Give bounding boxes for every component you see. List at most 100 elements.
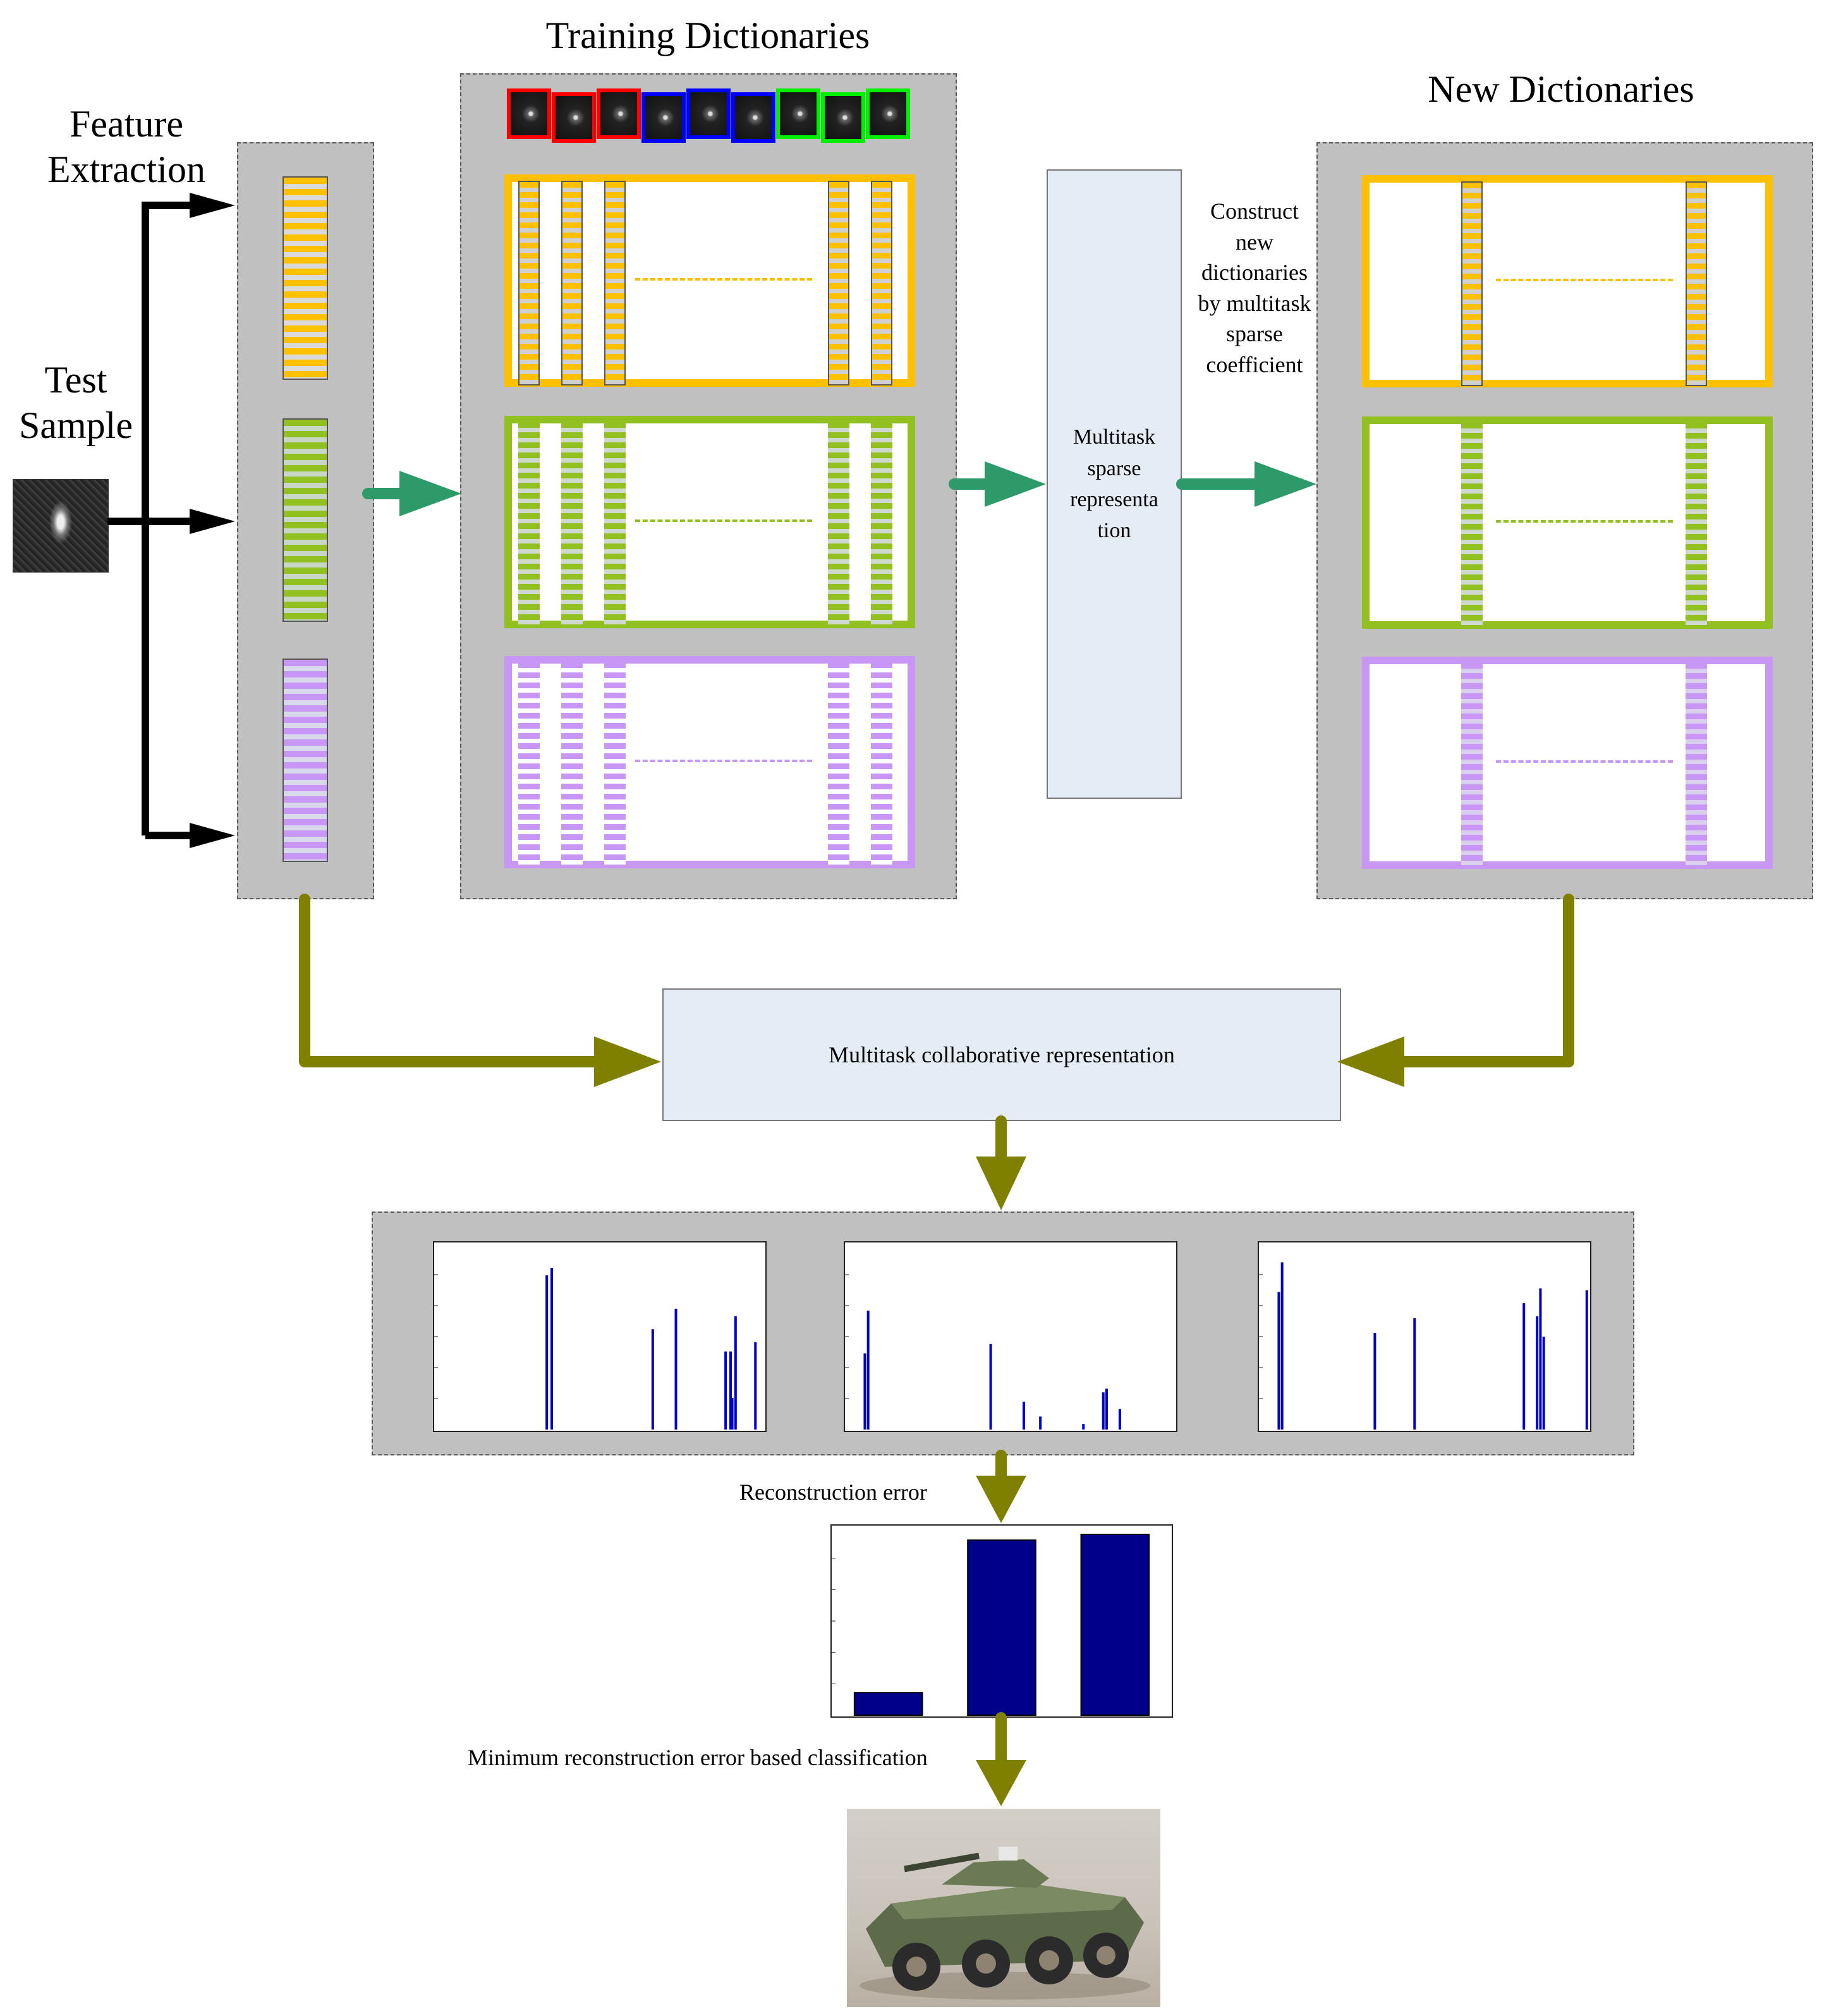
atom — [1686, 181, 1707, 386]
coefficient-charts-panel — [372, 1211, 1634, 1455]
multitask-sparse-representation-box: Multitask sparse representa tion — [1047, 169, 1182, 799]
training-dictionary-green — [504, 416, 915, 628]
atom — [1461, 423, 1483, 628]
training-sample-thumbnail — [866, 88, 910, 139]
training-sample-thumbnail — [597, 88, 641, 139]
atom — [871, 662, 892, 867]
construct-dictionaries-label: Construct new dictionaries by multitask … — [1198, 198, 1311, 377]
feature-extraction-arrows — [107, 202, 190, 839]
atom — [828, 662, 849, 867]
training-sample-thumbnail — [507, 88, 551, 139]
black-arrowheads — [190, 193, 235, 848]
coefficient-bar — [1118, 1409, 1121, 1430]
feature-extraction-label: Feature Extraction — [47, 103, 205, 190]
coefficient-bar — [1413, 1318, 1416, 1430]
coefficient-bar — [1105, 1388, 1108, 1430]
coefficient-bar — [1277, 1292, 1280, 1430]
atom — [604, 422, 626, 627]
error-bar — [967, 1539, 1036, 1716]
atom — [871, 181, 892, 386]
ellipsis-dashes — [635, 519, 812, 522]
coefficient-bar — [734, 1316, 737, 1430]
coefficient-bar — [724, 1351, 727, 1430]
coefficient-bar — [1082, 1424, 1085, 1430]
feature-vector-purple — [283, 659, 328, 862]
ellipsis-dashes — [635, 278, 812, 281]
new-dictionaries-panel — [1316, 142, 1813, 899]
feature-vector-yellow — [283, 176, 328, 380]
atom — [518, 181, 540, 386]
olive-arrows — [299, 894, 1574, 1769]
training-dictionaries-panel — [460, 73, 957, 899]
coefficient-bar — [1022, 1401, 1025, 1430]
coefficient-bar — [1102, 1392, 1105, 1430]
ellipsis-dashes — [635, 760, 812, 762]
coefficient-bar — [989, 1344, 992, 1430]
coefficient-bar — [550, 1268, 554, 1430]
training-dictionaries-title: Training Dictionaries — [545, 15, 870, 56]
chart-svg — [832, 1533, 1150, 1716]
training-sample-thumbnail — [821, 92, 865, 143]
coefficient-bar — [863, 1353, 866, 1430]
atom — [518, 662, 540, 867]
coefficient-bar — [1373, 1333, 1376, 1430]
coefficient-bar — [1280, 1262, 1284, 1430]
test-sample-label: Test Sample — [19, 359, 133, 446]
training-sample-thumbnail — [731, 92, 775, 143]
multitask-sparse-representation-label: Multitask sparse representa tion — [1070, 425, 1158, 543]
ellipsis-dashes — [1496, 520, 1673, 523]
atom — [1461, 181, 1483, 386]
training-sample-thumbnail — [686, 88, 731, 139]
coefficient-bar — [754, 1342, 757, 1430]
training-dictionary-yellow — [504, 174, 915, 387]
error-bar — [1080, 1533, 1150, 1716]
training-sample-thumbnail — [552, 92, 596, 143]
coefficient-bar — [1536, 1316, 1539, 1430]
vehicle-icon — [860, 1847, 1150, 2000]
coefficient-bar — [674, 1308, 678, 1430]
chart-svg — [845, 1274, 1121, 1430]
classified-vehicle-photo — [847, 1809, 1160, 2007]
feature-panel — [237, 142, 374, 899]
atom — [828, 181, 849, 386]
atom — [604, 181, 626, 386]
test-sample-image — [13, 479, 109, 573]
coefficient-bar — [1039, 1416, 1042, 1430]
atom — [1686, 423, 1707, 628]
atom — [1461, 663, 1483, 868]
coefficient-bar — [651, 1329, 654, 1430]
new-dictionary-purple — [1362, 657, 1773, 869]
atom — [518, 422, 540, 627]
atom — [871, 422, 892, 627]
coefficient-bar — [1539, 1288, 1542, 1430]
new-dictionary-green — [1362, 416, 1773, 629]
coefficient-bar — [545, 1275, 549, 1430]
chart-svg — [1259, 1262, 1588, 1430]
atom — [604, 662, 626, 867]
ellipsis-dashes — [1496, 760, 1673, 763]
new-dictionaries-title: New Dictionaries — [1428, 68, 1694, 110]
coefficient-chart-2 — [844, 1241, 1177, 1432]
coefficient-bar — [1542, 1337, 1545, 1430]
teal-arrows — [362, 461, 1316, 516]
atom — [561, 422, 583, 627]
training-dictionary-purple — [504, 656, 915, 868]
atom — [828, 422, 849, 627]
coefficient-bar — [1522, 1303, 1526, 1430]
olive-arrowheads — [594, 1036, 1404, 1806]
coefficient-bar — [731, 1398, 734, 1430]
new-dictionary-yellow — [1362, 175, 1773, 387]
atom — [1686, 663, 1707, 868]
atom — [561, 181, 583, 386]
error-bar — [853, 1692, 923, 1716]
reconstruction-error-chart — [830, 1524, 1173, 1718]
coefficient-chart-3 — [1258, 1241, 1591, 1432]
coefficient-bar — [1585, 1290, 1588, 1430]
coefficient-bar — [866, 1310, 870, 1430]
training-sample-thumbnail — [641, 92, 686, 143]
atom — [561, 662, 583, 867]
training-sample-thumbnail — [776, 88, 820, 139]
feature-vector-green — [283, 418, 328, 622]
minimum-error-classification-label: Minimum reconstruction error based class… — [468, 1745, 928, 1770]
